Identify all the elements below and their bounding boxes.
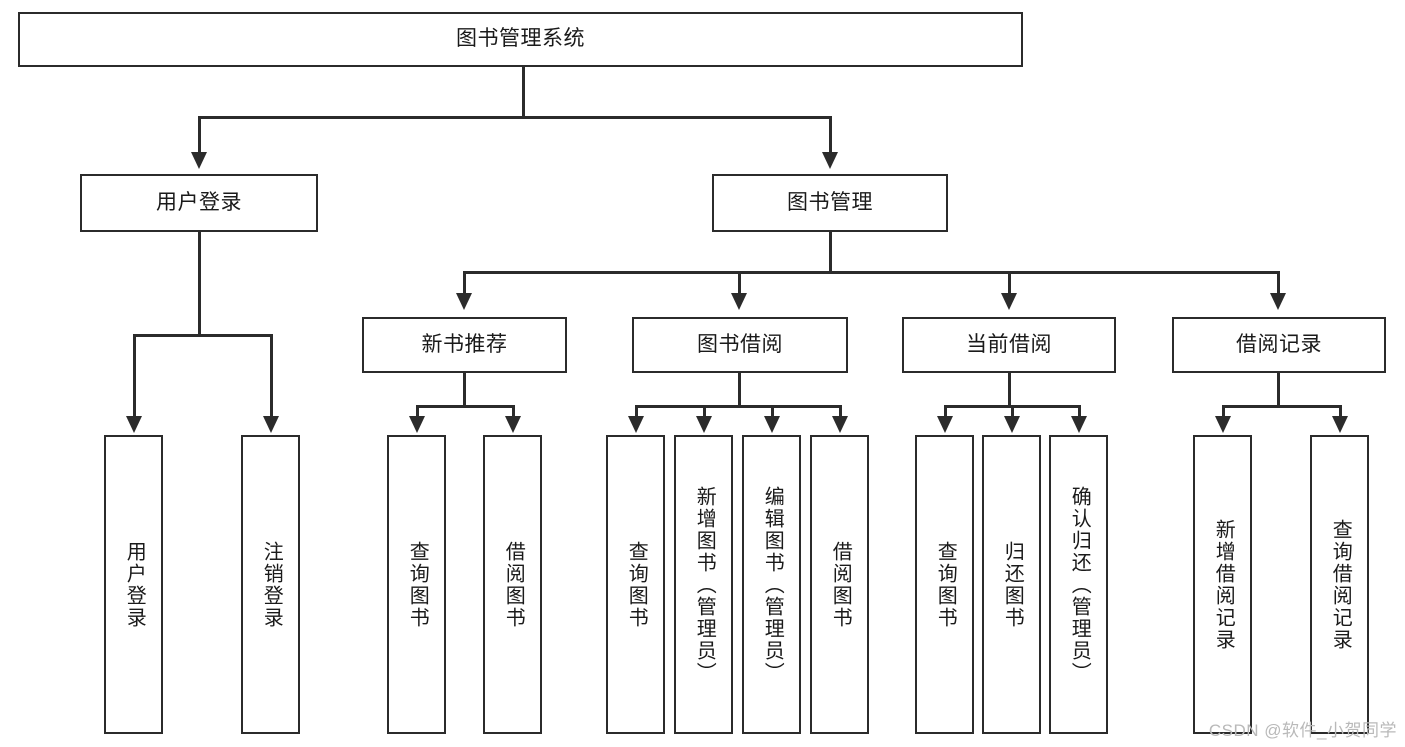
arrowhead-leaf-5 bbox=[628, 416, 644, 433]
node-label: 归还图书 bbox=[1001, 540, 1024, 629]
node-label: 图书管理 bbox=[787, 190, 873, 214]
node-user-login[interactable]: 用户登录 bbox=[80, 174, 318, 232]
edge-root-bus bbox=[198, 116, 832, 119]
edge-borrow-stem bbox=[738, 373, 741, 408]
edge-new-books-stem bbox=[463, 373, 466, 408]
edge-records-to-leaf-12 bbox=[1222, 405, 1225, 420]
edge-book-mgmt-to-records bbox=[1277, 271, 1280, 297]
node-leaf-add-borrow-record[interactable]: 新增借阅记录 bbox=[1193, 435, 1252, 734]
edge-book-mgmt-bus bbox=[463, 271, 1278, 274]
node-label: 用户登录 bbox=[123, 540, 146, 629]
edge-new-books-to-leaf-3 bbox=[416, 405, 419, 420]
edge-root-to-user-login bbox=[198, 116, 201, 156]
node-label: 注销登录 bbox=[260, 540, 283, 629]
arrowhead-leaf-6 bbox=[696, 416, 712, 433]
node-leaf-user-login[interactable]: 用户登录 bbox=[104, 435, 163, 734]
edge-borrow-to-leaf-7 bbox=[771, 405, 774, 420]
node-label: 查询借阅记录 bbox=[1329, 518, 1352, 651]
arrowhead-borrow bbox=[731, 293, 747, 310]
node-leaf-edit-book-admin[interactable]: 编辑图书（管理员） bbox=[742, 435, 801, 734]
node-label: 借阅图书 bbox=[502, 540, 525, 629]
edge-root-to-book-mgmt bbox=[829, 116, 832, 156]
arrowhead-leaf-8 bbox=[832, 416, 848, 433]
node-label: 编辑图书（管理员） bbox=[761, 485, 784, 684]
arrowhead-leaf-7 bbox=[764, 416, 780, 433]
node-current-borrowing[interactable]: 当前借阅 bbox=[902, 317, 1116, 373]
node-new-book-recommendation[interactable]: 新书推荐 bbox=[362, 317, 567, 373]
edge-borrow-to-leaf-6 bbox=[703, 405, 706, 420]
edge-borrow-bus bbox=[635, 405, 842, 408]
edge-user-login-stem bbox=[198, 232, 201, 336]
node-label: 当前借阅 bbox=[966, 332, 1052, 356]
edge-new-books-to-leaf-4 bbox=[512, 405, 515, 420]
edge-current-to-leaf-9 bbox=[944, 405, 947, 420]
edge-borrow-to-leaf-5 bbox=[635, 405, 638, 420]
edge-book-mgmt-to-current bbox=[1008, 271, 1011, 297]
arrowhead-leaf-1 bbox=[126, 416, 142, 433]
edge-user-login-to-leaf-1 bbox=[133, 334, 136, 420]
node-label: 查询图书 bbox=[934, 540, 957, 629]
node-leaf-add-book-admin[interactable]: 新增图书（管理员） bbox=[674, 435, 733, 734]
node-leaf-query-borrow-record[interactable]: 查询借阅记录 bbox=[1310, 435, 1369, 734]
edge-current-stem bbox=[1008, 373, 1011, 408]
edge-new-books-bus bbox=[416, 405, 515, 408]
arrowhead-leaf-2 bbox=[263, 416, 279, 433]
node-root-book-management-system[interactable]: 图书管理系统 bbox=[18, 12, 1023, 67]
node-book-borrowing[interactable]: 图书借阅 bbox=[632, 317, 848, 373]
node-leaf-query-books-recommend[interactable]: 查询图书 bbox=[387, 435, 446, 734]
node-label: 借阅图书 bbox=[829, 540, 852, 629]
arrowhead-leaf-9 bbox=[937, 416, 953, 433]
node-label: 图书借阅 bbox=[697, 332, 783, 356]
arrowhead-leaf-4 bbox=[505, 416, 521, 433]
node-borrowing-records[interactable]: 借阅记录 bbox=[1172, 317, 1386, 373]
node-book-management[interactable]: 图书管理 bbox=[712, 174, 948, 232]
edge-current-to-leaf-10 bbox=[1011, 405, 1014, 420]
node-label: 借阅记录 bbox=[1236, 332, 1322, 356]
node-label: 图书管理系统 bbox=[456, 27, 585, 51]
node-label: 查询图书 bbox=[625, 540, 648, 629]
arrowhead-new-books bbox=[456, 293, 472, 310]
edge-current-to-leaf-11 bbox=[1078, 405, 1081, 420]
node-leaf-logout[interactable]: 注销登录 bbox=[241, 435, 300, 734]
edge-user-login-to-leaf-2 bbox=[270, 334, 273, 420]
arrowhead-leaf-12 bbox=[1215, 416, 1231, 433]
node-leaf-borrow-books[interactable]: 借阅图书 bbox=[810, 435, 869, 734]
arrowhead-leaf-3 bbox=[409, 416, 425, 433]
node-leaf-query-books-current[interactable]: 查询图书 bbox=[915, 435, 974, 734]
node-leaf-query-books-borrow[interactable]: 查询图书 bbox=[606, 435, 665, 734]
node-label: 用户登录 bbox=[156, 190, 242, 214]
node-label: 确认归还（管理员） bbox=[1068, 485, 1091, 684]
edge-user-login-bus bbox=[133, 334, 273, 337]
edge-records-stem bbox=[1277, 373, 1280, 408]
edge-root-stem bbox=[522, 66, 525, 118]
edge-records-bus bbox=[1222, 405, 1342, 408]
node-leaf-confirm-return-admin[interactable]: 确认归还（管理员） bbox=[1049, 435, 1108, 734]
arrowhead-root-to-book-mgmt bbox=[822, 152, 838, 169]
edge-book-mgmt-to-borrow bbox=[738, 271, 741, 297]
arrowhead-leaf-10 bbox=[1004, 416, 1020, 433]
node-label: 查询图书 bbox=[406, 540, 429, 629]
edge-records-to-leaf-13 bbox=[1339, 405, 1342, 420]
node-leaf-return-books[interactable]: 归还图书 bbox=[982, 435, 1041, 734]
node-label: 新书推荐 bbox=[421, 332, 508, 356]
edge-borrow-to-leaf-8 bbox=[839, 405, 842, 420]
edge-book-mgmt-stem bbox=[829, 232, 832, 274]
node-leaf-borrow-books-recommend[interactable]: 借阅图书 bbox=[483, 435, 542, 734]
node-label: 新增借阅记录 bbox=[1212, 518, 1235, 651]
node-label: 新增图书（管理员） bbox=[693, 485, 716, 684]
arrowhead-records bbox=[1270, 293, 1286, 310]
edge-book-mgmt-to-new-books bbox=[463, 271, 466, 297]
arrowhead-root-to-user-login bbox=[191, 152, 207, 169]
arrowhead-leaf-13 bbox=[1332, 416, 1348, 433]
arrowhead-current bbox=[1001, 293, 1017, 310]
arrowhead-leaf-11 bbox=[1071, 416, 1087, 433]
